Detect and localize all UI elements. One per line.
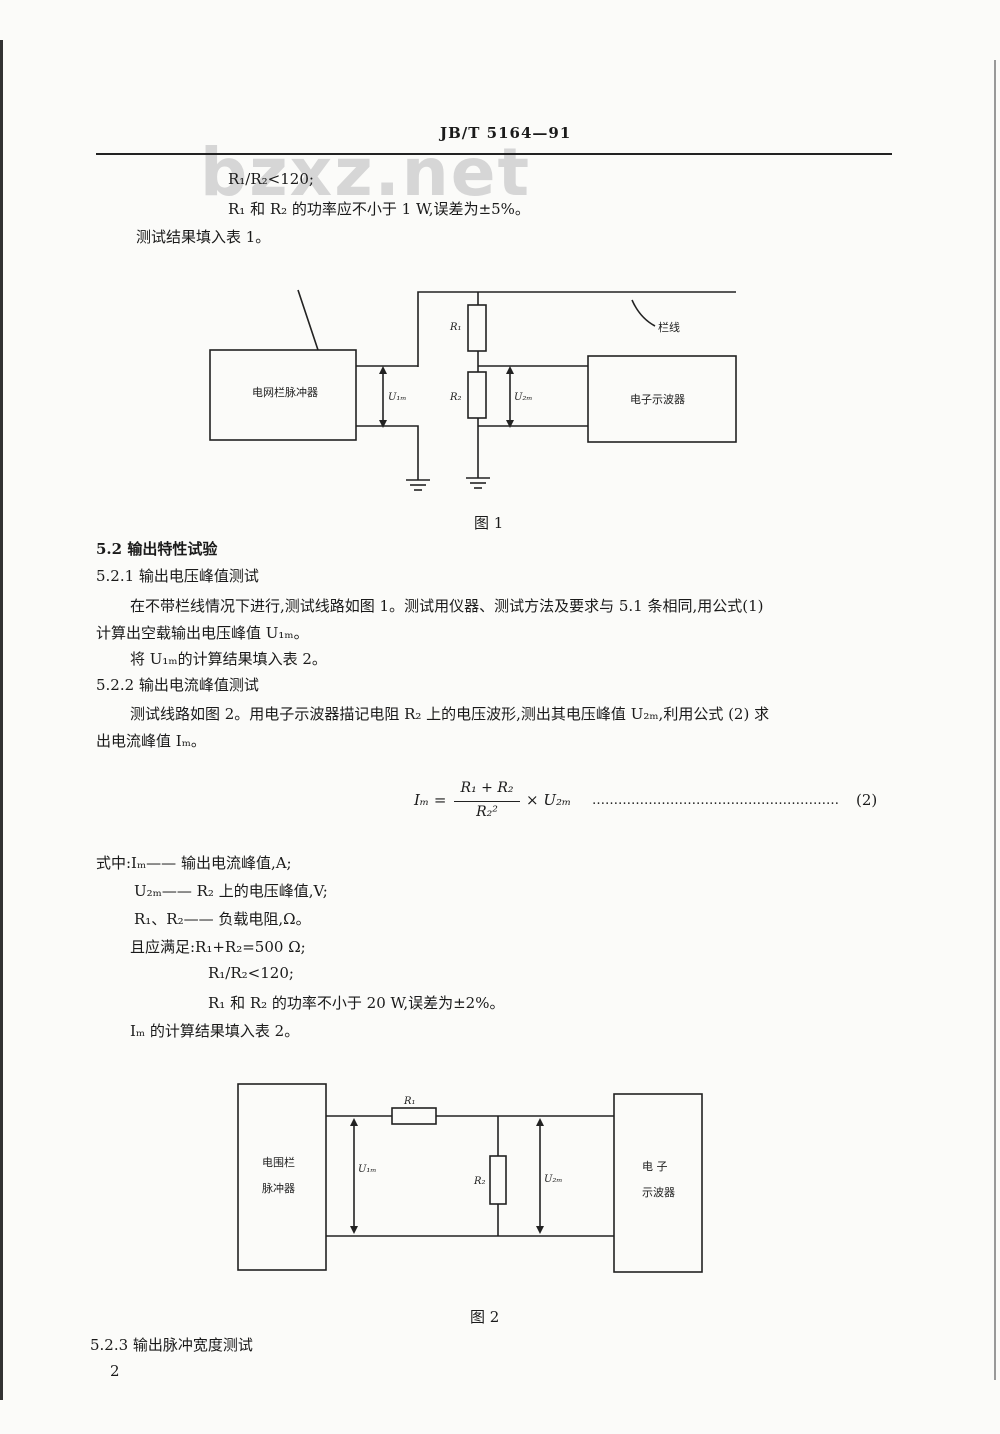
fig1-fence-pointer (631, 299, 656, 327)
fig2-r1-label: R₁ (403, 1096, 416, 1107)
fig2-oscilloscope-box (613, 1093, 703, 1273)
where-line-5: R₁/R₂<120; (208, 964, 294, 982)
watermark: bzxz.net (200, 134, 532, 211)
formula-leader-dots: ………………………………………………… (592, 793, 839, 808)
where-line-4: 且应满足:R₁+R₂=500 Ω; (130, 938, 306, 956)
fig2-generator-box (237, 1083, 327, 1271)
scan-edge-left (0, 40, 3, 1400)
fig2-osc-label-1: 电 子 (642, 1160, 668, 1173)
fig2-generator-label-2: 脉冲器 (262, 1181, 295, 1195)
fig2-arrowheads (350, 1118, 544, 1234)
fig1-u2m-label: U₂ₘ (514, 392, 533, 403)
formula-numerator: R₁ + R₂ (460, 780, 514, 796)
top-line-2: R₁ 和 R₂ 的功率应不小于 1 W,误差为±5%。 (228, 200, 530, 218)
para-1a: 在不带栏线情况下进行,测试线路如图 1。测试用仪器、测试方法及要求与 5.1 条… (130, 597, 764, 615)
fig2-r2-label: R₂ (473, 1176, 486, 1187)
section-5-2-2-heading: 5.2.2 输出电流峰值测试 (96, 676, 259, 694)
fig1-caption: 图 1 (474, 514, 504, 532)
section-5-2-heading: 5.2 输出特性试验 (96, 540, 218, 558)
para-3b: 出电流峰值 Iₘ。 (96, 732, 206, 750)
formula-rhs: × U₂ₘ (526, 791, 572, 809)
formula-denominator: R₂² (476, 804, 498, 820)
fig1-r1 (467, 304, 487, 352)
fig2-u2m-label: U₂ₘ (544, 1174, 563, 1185)
top-line-1: R₁/R₂<120; (228, 170, 314, 188)
fig2-u1m-label: U₁ₘ (358, 1164, 377, 1175)
fig1-r2-label: R₂ (449, 392, 462, 403)
page-number: 2 (110, 1362, 120, 1380)
fig2-caption: 图 2 (470, 1308, 500, 1326)
fig2-r2 (489, 1155, 507, 1205)
fig1-r2 (467, 371, 487, 419)
fig1-fence-line (417, 291, 736, 367)
where-line-2: U₂ₘ—— R₂ 上的电压峰值,V; (134, 882, 328, 900)
fig2-osc-label-2: 示波器 (642, 1186, 675, 1199)
section-5-2-1-heading: 5.2.1 输出电压峰值测试 (96, 567, 259, 585)
fig1-arrowheads (379, 366, 514, 428)
scan-edge-right (994, 60, 996, 1380)
fig1-u1m-label: U₁ₘ (388, 392, 407, 403)
fig2-r1 (391, 1107, 437, 1125)
fig1-lead-wire (297, 289, 319, 351)
top-line-3: 测试结果填入表 1。 (136, 228, 271, 246)
header-rule (96, 153, 892, 155)
fig1-generator-label: 电网栏脉冲器 (252, 385, 318, 399)
page-header: JB/T 5164—91 (440, 124, 572, 142)
where-line-6: R₁ 和 R₂ 的功率不小于 20 W,误差为±2%。 (208, 994, 505, 1012)
where-line-3: R₁、R₂—— 负载电阻,Ω。 (134, 910, 311, 928)
fig1-fence-label: 栏线 (658, 320, 680, 334)
where-line-1: 式中:Iₘ—— 输出电流峰值,A; (96, 854, 292, 872)
para-3a: 测试线路如图 2。用电子示波器描记电阻 R₂ 上的电压波形,测出其电压峰值 U₂… (130, 705, 770, 723)
where-line-7: Iₘ 的计算结果填入表 2。 (130, 1022, 300, 1040)
figure-1-diagram (209, 289, 737, 491)
formula-number: (2) (856, 791, 878, 809)
figure-2-diagram (237, 1083, 703, 1273)
fig1-oscilloscope-box (587, 355, 737, 443)
fig1-oscilloscope-label: 电子示波器 (630, 393, 685, 406)
section-5-2-3-heading: 5.2.3 输出脉冲宽度测试 (90, 1336, 253, 1354)
para-1b: 计算出空载输出电压峰值 U₁ₘ。 (96, 624, 309, 642)
fig2-generator-label-1: 电围栏 (262, 1155, 295, 1169)
formula-lhs: Iₘ = (414, 791, 447, 809)
fig1-r1-label: R₁ (449, 322, 462, 333)
fig1-generator-box (209, 349, 357, 441)
para-2: 将 U₁ₘ的计算结果填入表 2。 (130, 650, 327, 668)
formula-fraction-bar (454, 801, 520, 802)
